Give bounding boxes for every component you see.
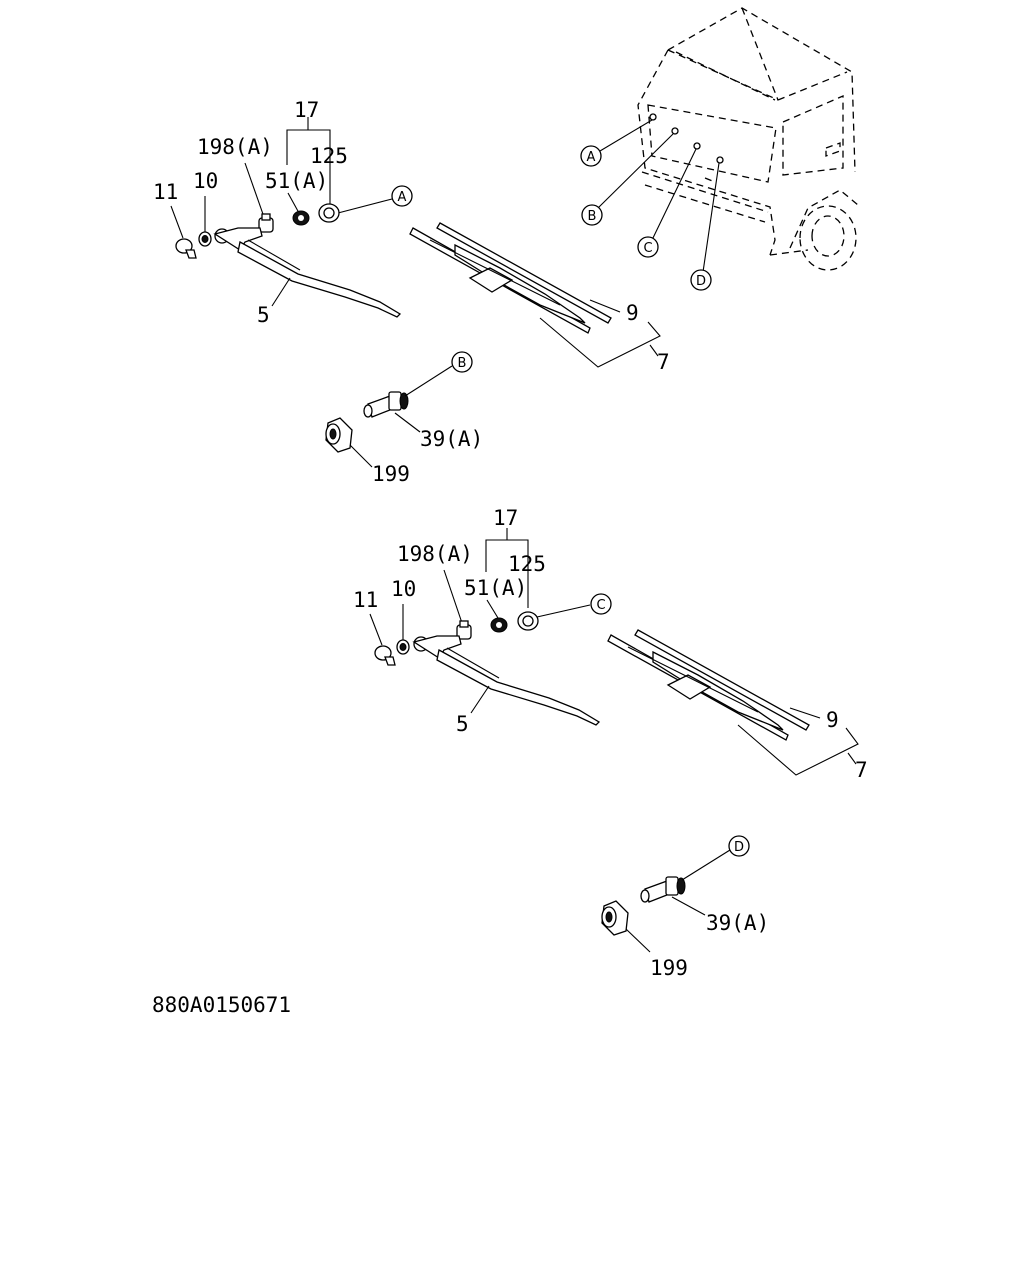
part-11-cap-lower (374, 645, 396, 666)
cab-point-b (671, 127, 679, 135)
svg-text:A: A (398, 190, 407, 205)
svg-text:C: C (596, 598, 605, 613)
label-198a-upper: 198(A) (197, 135, 273, 159)
ref-circle-truck-c: C (637, 236, 659, 258)
label-11-upper: 11 (153, 180, 178, 204)
part-125-upper (318, 203, 340, 223)
ref-circle-truck-b: B (581, 204, 603, 226)
label-198a-lower: 198(A) (397, 542, 473, 566)
part-7-wiper-blade-lower (607, 629, 810, 741)
part-198a-lower (456, 620, 472, 640)
part-39a-pivot-lower (640, 876, 686, 903)
label-9-lower: 9 (826, 708, 839, 732)
label-10-upper: 10 (193, 169, 218, 193)
label-17-upper: 17 (294, 98, 319, 122)
part-11-cap-upper (175, 238, 197, 259)
part-10-washer-upper (198, 231, 212, 247)
label-199-upper: 199 (372, 462, 410, 486)
part-39a-pivot-upper (363, 391, 409, 418)
ref-circle-upper-b: B (451, 351, 473, 373)
ref-circle-lower-c: C (590, 593, 612, 615)
cab-point-d (716, 156, 724, 164)
part-51a-upper (292, 210, 310, 226)
diagram-id: 880A0150671 (152, 993, 291, 1017)
svg-text:D: D (696, 274, 706, 289)
part-5-wiper-arm-lower (412, 635, 601, 726)
svg-text:C: C (643, 241, 652, 256)
lower-wiper-assembly: 17 198(A) 125 51(A) 11 10 (353, 506, 868, 980)
cab-point-a (649, 113, 657, 121)
label-10-lower: 10 (391, 577, 416, 601)
label-5-upper: 5 (257, 303, 270, 327)
part-199-nut-upper (325, 417, 353, 453)
part-51a-lower (490, 617, 508, 633)
part-198a-upper (258, 213, 274, 233)
upper-wiper-assembly: 17 198(A) 125 51(A) 11 10 (153, 98, 670, 486)
part-5-wiper-arm-upper (213, 227, 402, 318)
label-39a-upper: 39(A) (420, 427, 483, 451)
part-125-lower (517, 611, 539, 631)
label-11-lower: 11 (353, 588, 378, 612)
ref-circle-truck-d: D (690, 269, 712, 291)
svg-text:B: B (588, 209, 597, 224)
ref-circle-upper-a: A (391, 185, 413, 207)
label-7-lower: 7 (855, 758, 868, 782)
part-10-washer-lower (396, 639, 410, 655)
label-5-lower: 5 (456, 712, 469, 736)
ref-circle-truck-a: A (580, 145, 602, 167)
ref-circle-lower-d: D (728, 835, 750, 857)
part-199-nut-lower (601, 900, 629, 936)
label-7-upper: 7 (657, 350, 670, 374)
label-199-lower: 199 (650, 956, 688, 980)
label-17-lower: 17 (493, 506, 518, 530)
label-125-upper: 125 (310, 144, 348, 168)
part-7-wiper-blade-upper (409, 222, 612, 334)
cab-point-c (693, 142, 701, 150)
truck-cab-illustration: A B C D (580, 7, 859, 291)
label-51a-upper: 51(A) (265, 169, 328, 193)
label-9-upper: 9 (626, 301, 639, 325)
label-51a-lower: 51(A) (464, 576, 527, 600)
svg-text:B: B (458, 356, 467, 371)
label-125-lower: 125 (508, 552, 546, 576)
svg-text:D: D (734, 840, 744, 855)
label-39a-lower: 39(A) (706, 911, 769, 935)
svg-text:A: A (587, 150, 596, 165)
